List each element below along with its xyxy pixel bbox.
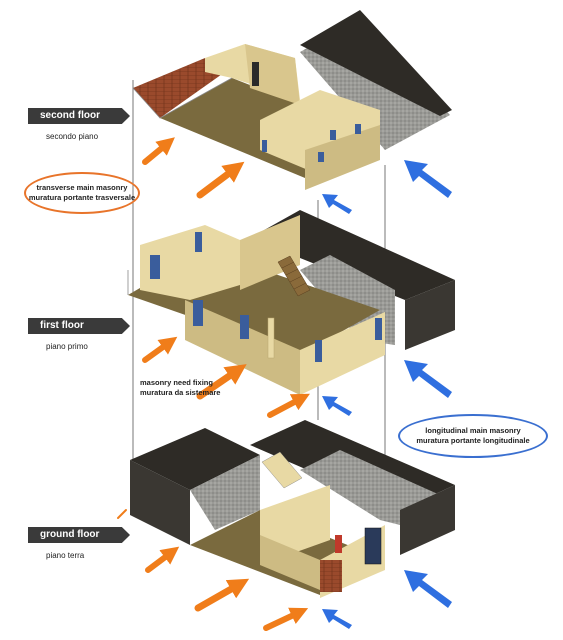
longitudinal-note-line1: longitudinal main masonry — [425, 426, 521, 435]
arrow-orange — [142, 336, 178, 363]
dark-roof-wall-second — [300, 10, 452, 116]
transverse-note-line1: transverse main masonry — [36, 183, 128, 192]
window — [355, 124, 361, 134]
front-wall-first — [185, 300, 300, 395]
window — [315, 340, 322, 362]
arrow-orange — [196, 364, 247, 400]
staircase — [277, 255, 311, 297]
masonry-fixing-note: masonry need fixing muratura da sistemar… — [140, 378, 220, 398]
arrow-orange — [196, 161, 245, 199]
front-wall-second — [305, 125, 380, 190]
window — [193, 300, 203, 326]
window — [262, 140, 267, 152]
arrow-blue — [404, 160, 452, 198]
arrow-orange — [194, 578, 250, 612]
window — [318, 152, 324, 162]
ground-floor-sublabel: piano terra — [46, 551, 85, 560]
arrow-orange — [267, 393, 310, 418]
left-wall-first — [140, 225, 240, 300]
dark-wall-first-back — [250, 210, 455, 300]
arrow-orange — [142, 137, 175, 165]
pillar — [267, 317, 275, 359]
door — [252, 62, 259, 86]
right-dark-wall-ground — [400, 485, 455, 555]
ground-floor-tag: ground floor — [28, 527, 130, 543]
arrow-blue — [322, 396, 352, 416]
ground-floor-model — [130, 420, 455, 598]
brick-terrace — [133, 58, 225, 118]
first-floor-model — [127, 210, 455, 395]
staircase-ground — [261, 451, 303, 489]
dark-wall-ground-left — [130, 428, 260, 490]
arrow-blue — [322, 609, 352, 629]
back-wall-second — [245, 44, 300, 105]
blue-arrows — [322, 160, 452, 629]
first-floor-sublabel: piano primo — [46, 342, 88, 351]
fixing-note-line1: masonry need fixing — [140, 378, 213, 387]
fixing-note-line2: muratura da sistemare — [140, 388, 221, 397]
arrow-blue — [404, 360, 452, 398]
arrow-blue — [322, 194, 352, 214]
window — [375, 318, 382, 340]
arrow-blue — [404, 570, 452, 608]
gravel-ground — [190, 455, 260, 530]
glass-door — [364, 527, 382, 565]
left-outer-wall-ground — [130, 460, 190, 545]
window — [240, 315, 249, 339]
window — [150, 255, 160, 279]
arrow-orange — [145, 546, 180, 573]
second-floor-tag: second floor — [28, 108, 130, 124]
transverse-masonry-note: transverse main masonry muratura portant… — [24, 172, 140, 214]
arrow-orange-small — [117, 509, 127, 519]
longitudinal-masonry-note: longitudinal main masonry muratura porta… — [398, 414, 548, 458]
brick-door — [320, 560, 342, 592]
railing-second — [132, 77, 233, 119]
right-dark-wall-first — [405, 280, 455, 350]
orange-arrows — [117, 137, 310, 631]
window — [195, 232, 202, 252]
front-right-wall-first — [300, 312, 385, 395]
window — [335, 535, 342, 553]
arrow-orange — [263, 607, 309, 631]
front-wall-ground — [260, 535, 320, 590]
longitudinal-note-line2: muratura portante longitudinale — [416, 436, 530, 445]
first-floor-tag: first floor — [28, 318, 130, 334]
transverse-note-line2: muratura portante trasversale — [28, 193, 136, 202]
second-floor-sublabel: secondo piano — [46, 132, 99, 141]
window — [330, 130, 336, 140]
second-floor-model — [132, 10, 452, 190]
